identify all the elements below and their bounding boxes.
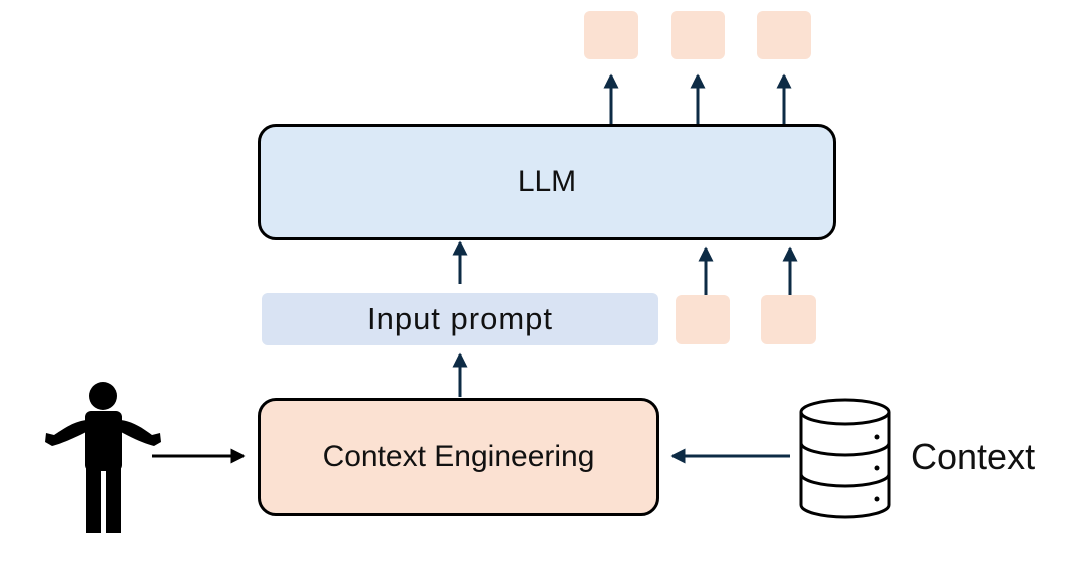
output-token-3: [757, 11, 811, 59]
input-prompt-label: Input prompt: [366, 301, 554, 336]
llm-box: LLM: [258, 124, 836, 240]
llm-label: LLM: [517, 165, 577, 198]
context-token-1: [676, 295, 730, 344]
input-prompt-box: Input prompt: [262, 293, 658, 345]
context-token-2: [761, 295, 816, 344]
context-engineering-box: Context Engineering: [258, 398, 659, 516]
context-label: Context: [911, 436, 1036, 477]
database-icon: [799, 398, 891, 519]
output-token-1: [584, 11, 638, 59]
context-engineering-label: Context Engineering: [322, 440, 595, 473]
output-token-2: [671, 11, 725, 59]
person-icon: [45, 382, 161, 533]
